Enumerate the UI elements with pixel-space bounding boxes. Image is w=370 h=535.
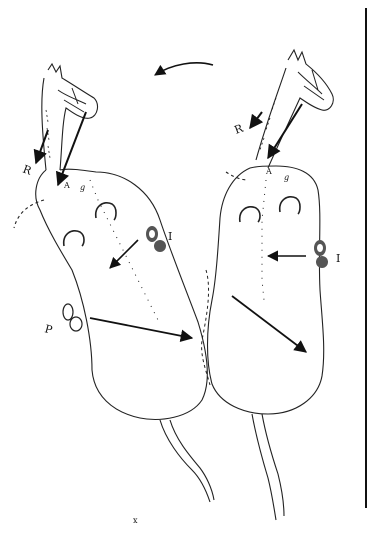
hoof-print-icon (314, 240, 328, 268)
bottom-mark: x (133, 516, 138, 525)
left-label-a: A (63, 181, 70, 190)
left-arrow-i (110, 240, 138, 268)
left-horse-head-outline (42, 78, 46, 170)
left-label-p: P (43, 322, 54, 337)
left-horse-body (36, 169, 207, 419)
left-horse-spine (90, 180, 158, 320)
right-horse (208, 50, 334, 520)
left-arrow-r (36, 130, 48, 163)
left-label-i: I (168, 230, 172, 243)
left-arrow-a (58, 112, 86, 185)
left-horse-saddle-right (96, 203, 116, 220)
left-label-g: g (80, 183, 85, 192)
left-horse-foreleg (14, 200, 44, 228)
right-label-g: g (284, 173, 289, 182)
left-horse-tail (160, 420, 214, 502)
right-label-i: I (336, 252, 340, 265)
left-horse-head (48, 64, 97, 170)
right-label-a: A (265, 167, 272, 176)
right-horse-spine (262, 180, 266, 300)
right-arrow-r (250, 112, 262, 128)
right-horse-saddle-left (240, 207, 260, 222)
left-arrow-body (90, 318, 192, 338)
right-label-r: R (233, 122, 246, 137)
right-horse-saddle-right (280, 197, 300, 214)
right-arrow-a (268, 104, 302, 158)
curved-arrow-icon (155, 63, 213, 75)
left-horse (14, 64, 214, 502)
left-label-r: R (21, 163, 34, 178)
right-arrow-body (232, 296, 306, 352)
right-horse-foreleg (226, 172, 248, 180)
right-horse-head (268, 50, 333, 168)
right-horse-bridle (298, 70, 324, 100)
hoof-print-icon (63, 304, 82, 331)
left-horse-bridle (58, 88, 86, 112)
right-horse-tail (252, 414, 284, 520)
right-horse-body (208, 166, 324, 414)
left-horse-saddle-left (64, 231, 84, 246)
